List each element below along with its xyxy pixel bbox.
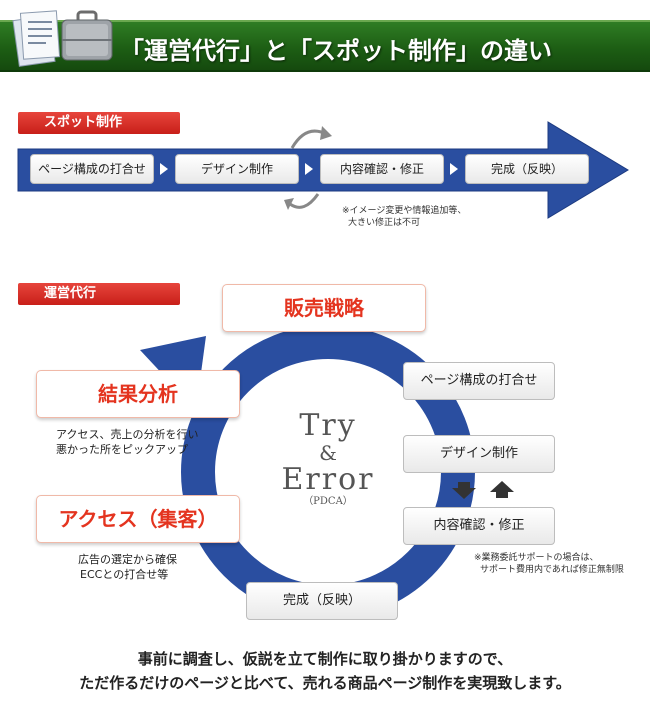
analysis-box: 結果分析	[36, 370, 240, 418]
header-icons	[12, 10, 113, 67]
spot-tag: スポット制作	[18, 112, 180, 134]
spot-step-3: 内容確認・修正	[320, 154, 444, 184]
analysis-note-line-2: 悪かった所をピックアップ	[56, 443, 188, 456]
chevron-right-icon	[305, 163, 313, 175]
cycle-step-1: ページ構成の打合せ	[403, 362, 555, 400]
spot-note-line-1: ※イメージ変更や情報追加等、	[342, 206, 467, 216]
center-amp: &	[319, 441, 337, 465]
spot-note-line-2: 大きい修正は不可	[348, 218, 421, 228]
center-error: Error	[281, 462, 375, 497]
operation-tag: 運営代行	[18, 283, 180, 305]
briefcase-icon	[61, 10, 113, 61]
footer-line-2: ただ作るだけのページと比べて、売れる商品ページ制作を実現致します。	[79, 674, 571, 692]
cycle-step-2: デザイン制作	[403, 435, 555, 473]
revise-arrows	[452, 481, 514, 499]
arrow-down-icon	[452, 482, 476, 499]
cycle-arrow-bottom	[289, 193, 320, 209]
strategy-box: 販売戦略	[222, 284, 426, 332]
footer-line-1: 事前に調査し、仮説を立て制作に取り掛かりますので、	[137, 650, 513, 668]
analysis-note: アクセス、売上の分析を行い 悪かった所をピックアップ	[56, 427, 198, 457]
chevron-right-icon	[450, 163, 458, 175]
access-note-line-2: ECCとの打合せ等	[80, 568, 169, 581]
arrow-up-icon	[490, 481, 514, 498]
access-note: 広告の選定から確保 ECCとの打合せ等	[78, 552, 177, 582]
center-pdca: （PDCA）	[303, 496, 353, 507]
cycle-done-box: 完成（反映）	[246, 582, 398, 620]
access-box: アクセス（集客）	[36, 495, 240, 543]
page-title: 「運営代行」と「スポット制作」の違い	[120, 37, 552, 65]
revision-note-line-2: サポート費用内であれば修正無制限	[480, 565, 624, 575]
spot-note: ※イメージ変更や情報追加等、 大きい修正は不可	[342, 205, 466, 229]
spot-step-1: ページ構成の打合せ	[30, 154, 154, 184]
access-note-line-1: 広告の選定から確保	[78, 553, 177, 566]
spot-step-4: 完成（反映）	[465, 154, 589, 184]
spot-step-2: デザイン制作	[175, 154, 299, 184]
cycle-step-3: 内容確認・修正	[403, 507, 555, 545]
document-stack-icon	[12, 10, 61, 67]
revision-note-line-1: ※業務委託サポートの場合は、	[474, 553, 599, 563]
analysis-note-line-1: アクセス、売上の分析を行い	[56, 428, 199, 441]
center-try: Try	[299, 408, 357, 443]
chevron-right-icon	[160, 163, 168, 175]
revision-note: ※業務委託サポートの場合は、 サポート費用内であれば修正無制限	[474, 552, 624, 576]
